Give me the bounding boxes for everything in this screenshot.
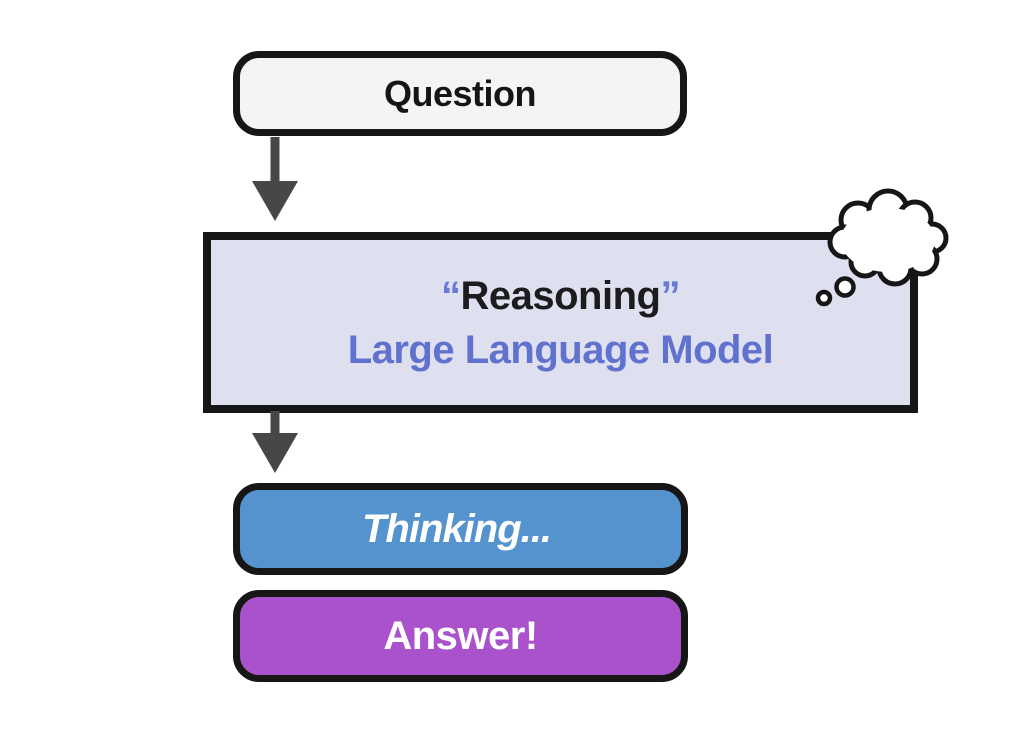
- thinking-label: Thinking...: [362, 506, 552, 551]
- arrow-down-icon: [252, 137, 298, 221]
- arrow-down-icon: [252, 411, 298, 473]
- close-quote: ”: [660, 273, 680, 318]
- llm-title: “Reasoning”: [441, 269, 680, 323]
- answer-node: Answer!: [233, 590, 688, 682]
- question-label: Question: [383, 72, 537, 114]
- llm-title-label: Reasoning: [460, 273, 661, 318]
- thinking-node: Thinking...: [233, 483, 688, 575]
- llm-node: “Reasoning” Large Language Model: [203, 232, 918, 413]
- open-quote: “: [441, 273, 461, 318]
- answer-label: Answer!: [383, 613, 538, 658]
- llm-subtitle: Large Language Model: [347, 327, 774, 372]
- thought-bubble-icon: [815, 188, 949, 307]
- question-node: Question: [233, 51, 687, 136]
